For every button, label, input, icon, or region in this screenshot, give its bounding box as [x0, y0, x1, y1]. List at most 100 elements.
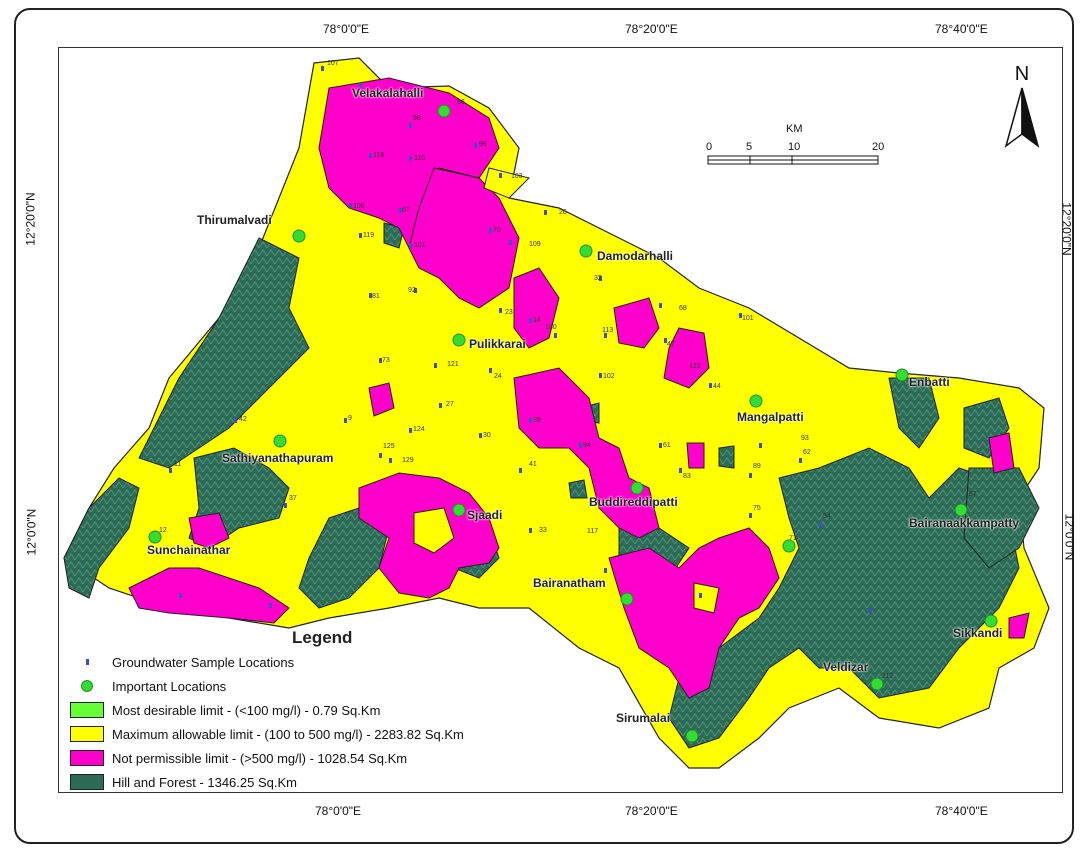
svg-text:14: 14 [533, 317, 541, 324]
legend-label: Hill and Forest - 1346.25 Sq.Km [112, 774, 297, 790]
sample-labels: 107 66 98 118 110 99 103 106 67 119 101 … [159, 60, 977, 680]
swatch-maximum-allowable [70, 726, 104, 742]
svg-text:98: 98 [413, 115, 421, 122]
svg-text:107: 107 [327, 60, 339, 67]
svg-text:89: 89 [753, 463, 761, 470]
svg-text:130: 130 [545, 324, 557, 331]
place-label: Enbatti [909, 375, 950, 389]
place-label: Sirumalai [616, 711, 671, 725]
svg-text:33: 33 [539, 527, 547, 534]
svg-text:30: 30 [483, 432, 491, 439]
svg-text:113: 113 [602, 327, 613, 334]
svg-text:68: 68 [679, 305, 687, 312]
bottom-tick-78-0: 78°0'0"E [315, 804, 362, 818]
place-label: Pulikkarai [469, 337, 526, 351]
scale-tick: 20 [872, 141, 884, 153]
north-arrow-icon: N [1000, 62, 1044, 157]
legend-item-important-locations: Important Locations [70, 676, 226, 696]
svg-text:61: 61 [663, 442, 671, 449]
legend-item-not-permissible: Not permissible limit - (>500 mg/l) - 10… [70, 748, 407, 768]
scale-bar: KM 0 5 10 20 [706, 120, 896, 185]
svg-text:9: 9 [348, 415, 352, 422]
svg-text:94: 94 [583, 442, 591, 449]
svg-text:24: 24 [494, 373, 502, 380]
svg-text:32: 32 [594, 275, 602, 282]
place-label: Bairanaakkampatty [909, 516, 1020, 530]
right-tick-12-0: 12°0'0"N [1062, 513, 1077, 561]
legend-label: Most desirable limit - (<100 mg/l) - 0.7… [112, 702, 381, 718]
svg-text:129: 129 [402, 457, 414, 464]
svg-text:44: 44 [713, 383, 721, 390]
svg-text:70: 70 [493, 227, 501, 234]
svg-text:71: 71 [789, 535, 797, 542]
swatch-most-desirable [70, 702, 104, 718]
map-panel: 107 66 98 118 110 99 103 106 67 119 101 … [58, 47, 1063, 793]
svg-text:121: 121 [447, 361, 459, 368]
svg-text:125: 125 [383, 443, 395, 450]
legend-item-most-desirable: Most desirable limit - (<100 mg/l) - 0.7… [70, 700, 380, 720]
svg-text:23: 23 [505, 309, 513, 316]
place-label: Velakalahalli [352, 86, 424, 100]
green-circle-icon [70, 680, 104, 692]
scale-tick: 5 [746, 141, 752, 153]
important-locations [148, 104, 998, 743]
svg-text:67: 67 [969, 491, 977, 498]
svg-text:37: 37 [289, 495, 297, 502]
svg-text:66: 66 [457, 99, 465, 106]
scale-tick: 0 [706, 141, 712, 153]
place-label: Thirumalvadi [197, 213, 272, 227]
north-label: N [1015, 63, 1029, 85]
legend-label: Groundwater Sample Locations [112, 654, 295, 670]
svg-text:11: 11 [174, 461, 181, 468]
svg-text:47: 47 [667, 341, 675, 348]
legend-label: Important Locations [112, 678, 227, 694]
svg-text:39: 39 [533, 417, 541, 424]
svg-text:110: 110 [414, 155, 425, 162]
bottom-tick-78-20: 78°20'0"E [625, 804, 678, 818]
place-label: Mangalpatti [737, 410, 804, 424]
svg-text:41: 41 [529, 461, 537, 468]
left-tick-12-0: 12°0'0"N [24, 508, 39, 556]
svg-text:102: 102 [603, 373, 615, 380]
map-canvas: 107 66 98 118 110 99 103 106 67 119 101 … [63, 57, 1050, 769]
swatch-not-permissible [70, 750, 104, 766]
svg-text:122: 122 [689, 363, 701, 370]
legend-item-hill-forest: Hill and Forest - 1346.25 Sq.Km [70, 772, 297, 792]
scale-unit: KM [786, 123, 803, 135]
left-tick-12-20: 12°20'0"N [23, 192, 38, 246]
place-label: Sathiyanathapuram [222, 451, 334, 465]
place-label: Veldizar [823, 660, 869, 674]
place-label: Damodarhalli [597, 249, 674, 263]
svg-text:106: 106 [353, 203, 365, 210]
svg-text:118: 118 [373, 152, 384, 159]
svg-text:103: 103 [511, 173, 523, 180]
top-tick-78-40: 78°40'0"E [935, 22, 988, 36]
place-label: Sunchainathar [147, 543, 231, 557]
svg-text:26: 26 [559, 209, 567, 216]
scale-tick: 10 [788, 141, 800, 153]
svg-text:119: 119 [363, 232, 374, 239]
swatch-hill-forest [70, 774, 104, 790]
legend-label: Maximum allowable limit - (100 to 500 mg… [112, 726, 464, 742]
blue-dot-icon [70, 659, 104, 665]
svg-text:75: 75 [753, 505, 761, 512]
place-label: Sjaadi [467, 508, 503, 522]
place-label: Bairanatham [533, 576, 606, 590]
legend-item-sample-locations: Groundwater Sample Locations [70, 652, 294, 672]
svg-text:92: 92 [408, 287, 416, 294]
legend-title: Legend [292, 628, 353, 647]
svg-text:124: 124 [413, 426, 425, 433]
place-label: Sikkandi [953, 626, 1003, 640]
legend-label: Not permissible limit - (>500 mg/l) - 10… [112, 750, 408, 766]
svg-text:112: 112 [882, 673, 893, 680]
bottom-tick-78-40: 78°40'0"E [935, 804, 988, 818]
not-permissible-zones [128, 77, 1030, 699]
svg-text:12: 12 [159, 527, 167, 534]
svg-text:109: 109 [529, 241, 541, 248]
place-label: Buddireddipatti [589, 495, 678, 509]
top-tick-78-0: 78°0'0"E [323, 22, 370, 36]
hill-forest-zones [63, 222, 1040, 749]
svg-text:83: 83 [683, 473, 691, 480]
legend-item-maximum-allowable: Maximum allowable limit - (100 to 500 mg… [70, 724, 464, 744]
svg-text:62: 62 [803, 449, 811, 456]
